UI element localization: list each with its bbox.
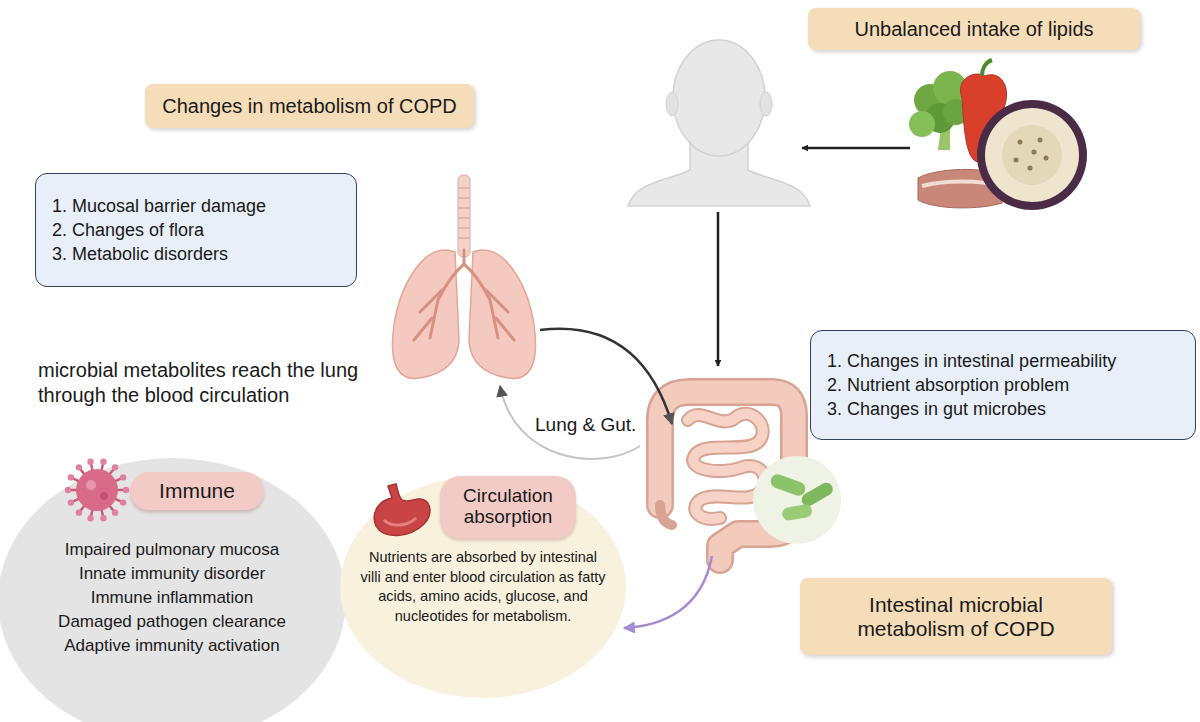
- list-item: 3. Changes in gut microbes: [827, 397, 1046, 421]
- header-pill: Circulation absorption: [440, 476, 576, 538]
- stomach-icon: [374, 484, 430, 536]
- list-item: 3. Metabolic disorders: [52, 242, 228, 266]
- tag-text: Changes in metabolism of COPD: [162, 95, 457, 118]
- list-item: 2. Nutrient absorption problem: [827, 373, 1069, 397]
- food-illustration: [909, 60, 1087, 210]
- list-item: 2. Changes of flora: [52, 218, 204, 242]
- absorption-arrow: [624, 556, 712, 628]
- bacteria-icon: [753, 456, 841, 544]
- list-item: 1. Changes in intestinal permeability: [827, 349, 1116, 373]
- tag-text: Intestinal microbial metabolism of COPD: [816, 593, 1096, 641]
- title-tag: Changes in metabolism of COPD: [145, 84, 474, 128]
- ellipse-text: Nutrients are absorbed by intestinal vil…: [358, 548, 608, 626]
- lung-gut-arrow: [540, 329, 672, 424]
- pill-text: Immune: [159, 479, 235, 502]
- annotation: Lung & Gut.: [535, 413, 665, 437]
- immune-ellipse: Impaired pulmonary mucosaInnate immunity…: [0, 458, 346, 722]
- virus-icon: [65, 459, 129, 522]
- circulation-ellipse: Nutrients are absorbed by intestinal vil…: [340, 476, 626, 698]
- person-figure: [628, 40, 810, 206]
- tag-text: Unbalanced intake of lipids: [854, 18, 1093, 41]
- ellipse-text: Adaptive immunity activation: [16, 634, 328, 658]
- intake-arrow: [717, 212, 720, 366]
- title-tag: Unbalanced intake of lipids: [808, 8, 1140, 50]
- lung-illustration: [392, 175, 535, 378]
- pill-text: Circulation absorption: [452, 486, 564, 528]
- title-tag: Intestinal microbial metabolism of COPD: [800, 578, 1112, 655]
- ellipse-text: Damaged pathogen clearance: [16, 610, 328, 634]
- list-item: 1. Mucosal barrier damage: [52, 194, 266, 218]
- ellipse-text: Innate immunity disorder: [16, 562, 328, 586]
- list-box: 1. Changes in intestinal permeability2. …: [810, 330, 1196, 440]
- annotation: microbial metabolites reach the lung thr…: [38, 358, 393, 408]
- header-pill: Immune: [130, 472, 264, 510]
- food-arrow: [802, 147, 910, 150]
- ellipse-text: Immune inflammation: [16, 586, 328, 610]
- list-box: 1. Mucosal barrier damage2. Changes of f…: [35, 173, 357, 287]
- ellipse-text: Impaired pulmonary mucosa: [16, 538, 328, 562]
